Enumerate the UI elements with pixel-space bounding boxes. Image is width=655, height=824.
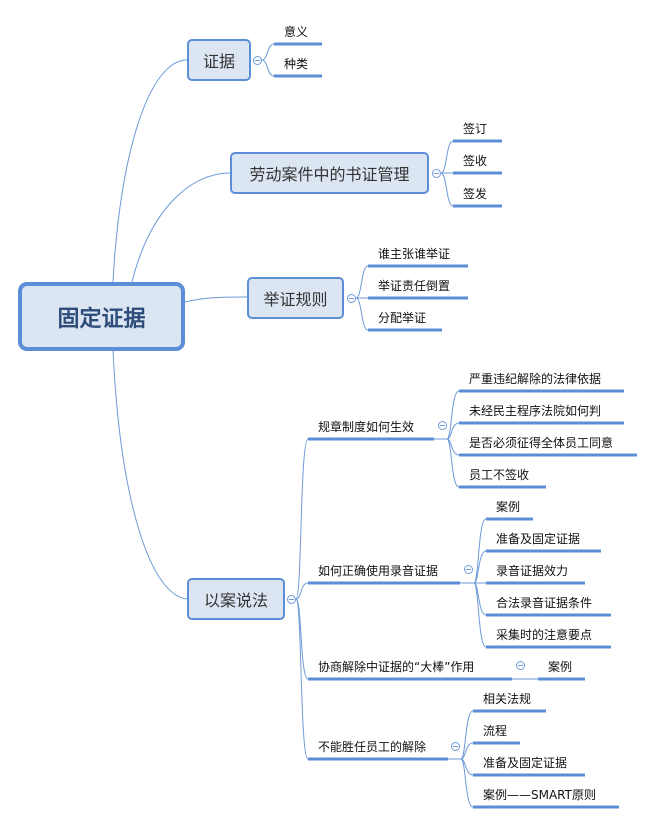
- subtopic[interactable]: 不能胜任员工的解除: [318, 740, 427, 754]
- subtopic[interactable]: 意义: [284, 25, 309, 39]
- subtopic[interactable]: 严重违纪解除的法律依据: [469, 372, 602, 386]
- subtopic[interactable]: 相关法规: [483, 692, 532, 706]
- subtopic[interactable]: 采集时的注意要点: [496, 628, 593, 642]
- collapse-toggle-icon[interactable]: [253, 56, 262, 65]
- subtopic[interactable]: 准备及固定证据: [496, 532, 581, 546]
- subtopic[interactable]: 未经民主程序法院如何判: [469, 404, 602, 418]
- subtopic[interactable]: 流程: [483, 724, 508, 738]
- subtopic[interactable]: 签收: [463, 154, 488, 168]
- subtopic[interactable]: 录音证据效力: [496, 564, 569, 578]
- topic-case-studies[interactable]: 以案说法: [187, 578, 285, 620]
- topic-label: 劳动案件中的书证管理: [249, 165, 410, 184]
- root-topic[interactable]: 固定证据: [18, 282, 185, 351]
- collapse-toggle-icon[interactable]: [464, 565, 473, 574]
- subtopic[interactable]: 案例: [496, 500, 521, 514]
- root-topic-label: 固定证据: [57, 306, 146, 332]
- subtopic[interactable]: 规章制度如何生效: [318, 420, 415, 434]
- collapse-toggle-icon[interactable]: [438, 421, 447, 430]
- subtopic[interactable]: 是否必须征得全体员工同意: [469, 436, 614, 450]
- subtopic[interactable]: 员工不签收: [469, 468, 530, 482]
- subtopic[interactable]: 种类: [284, 57, 309, 71]
- topic-label: 举证规则: [263, 290, 328, 309]
- topic-label: 以案说法: [203, 591, 268, 610]
- subtopic[interactable]: 合法录音证据条件: [496, 596, 593, 610]
- subtopic[interactable]: 签发: [463, 187, 488, 201]
- collapse-toggle-icon[interactable]: [451, 742, 460, 751]
- subtopic[interactable]: 谁主张谁举证: [378, 247, 451, 261]
- subtopic[interactable]: 举证责任倒置: [378, 279, 451, 293]
- subtopic[interactable]: 案例: [548, 660, 573, 674]
- subtopic[interactable]: 准备及固定证据: [483, 756, 568, 770]
- collapse-toggle-icon[interactable]: [347, 294, 356, 303]
- topic-burden-of-proof[interactable]: 举证规则: [247, 277, 344, 319]
- collapse-toggle-icon[interactable]: [432, 169, 441, 178]
- subtopic[interactable]: 签订: [463, 122, 488, 136]
- topic-evidence[interactable]: 证据: [187, 39, 251, 81]
- subtopic[interactable]: 分配举证: [378, 311, 427, 325]
- subtopic[interactable]: 协商解除中证据的“大棒”作用: [318, 660, 475, 674]
- collapse-toggle-icon[interactable]: [516, 661, 525, 670]
- subtopic[interactable]: 如何正确使用录音证据: [318, 564, 439, 578]
- topic-label: 证据: [202, 52, 235, 71]
- collapse-toggle-icon[interactable]: [287, 595, 296, 604]
- topic-document-management[interactable]: 劳动案件中的书证管理: [230, 152, 429, 194]
- subtopic[interactable]: 案例——SMART原则: [483, 788, 596, 802]
